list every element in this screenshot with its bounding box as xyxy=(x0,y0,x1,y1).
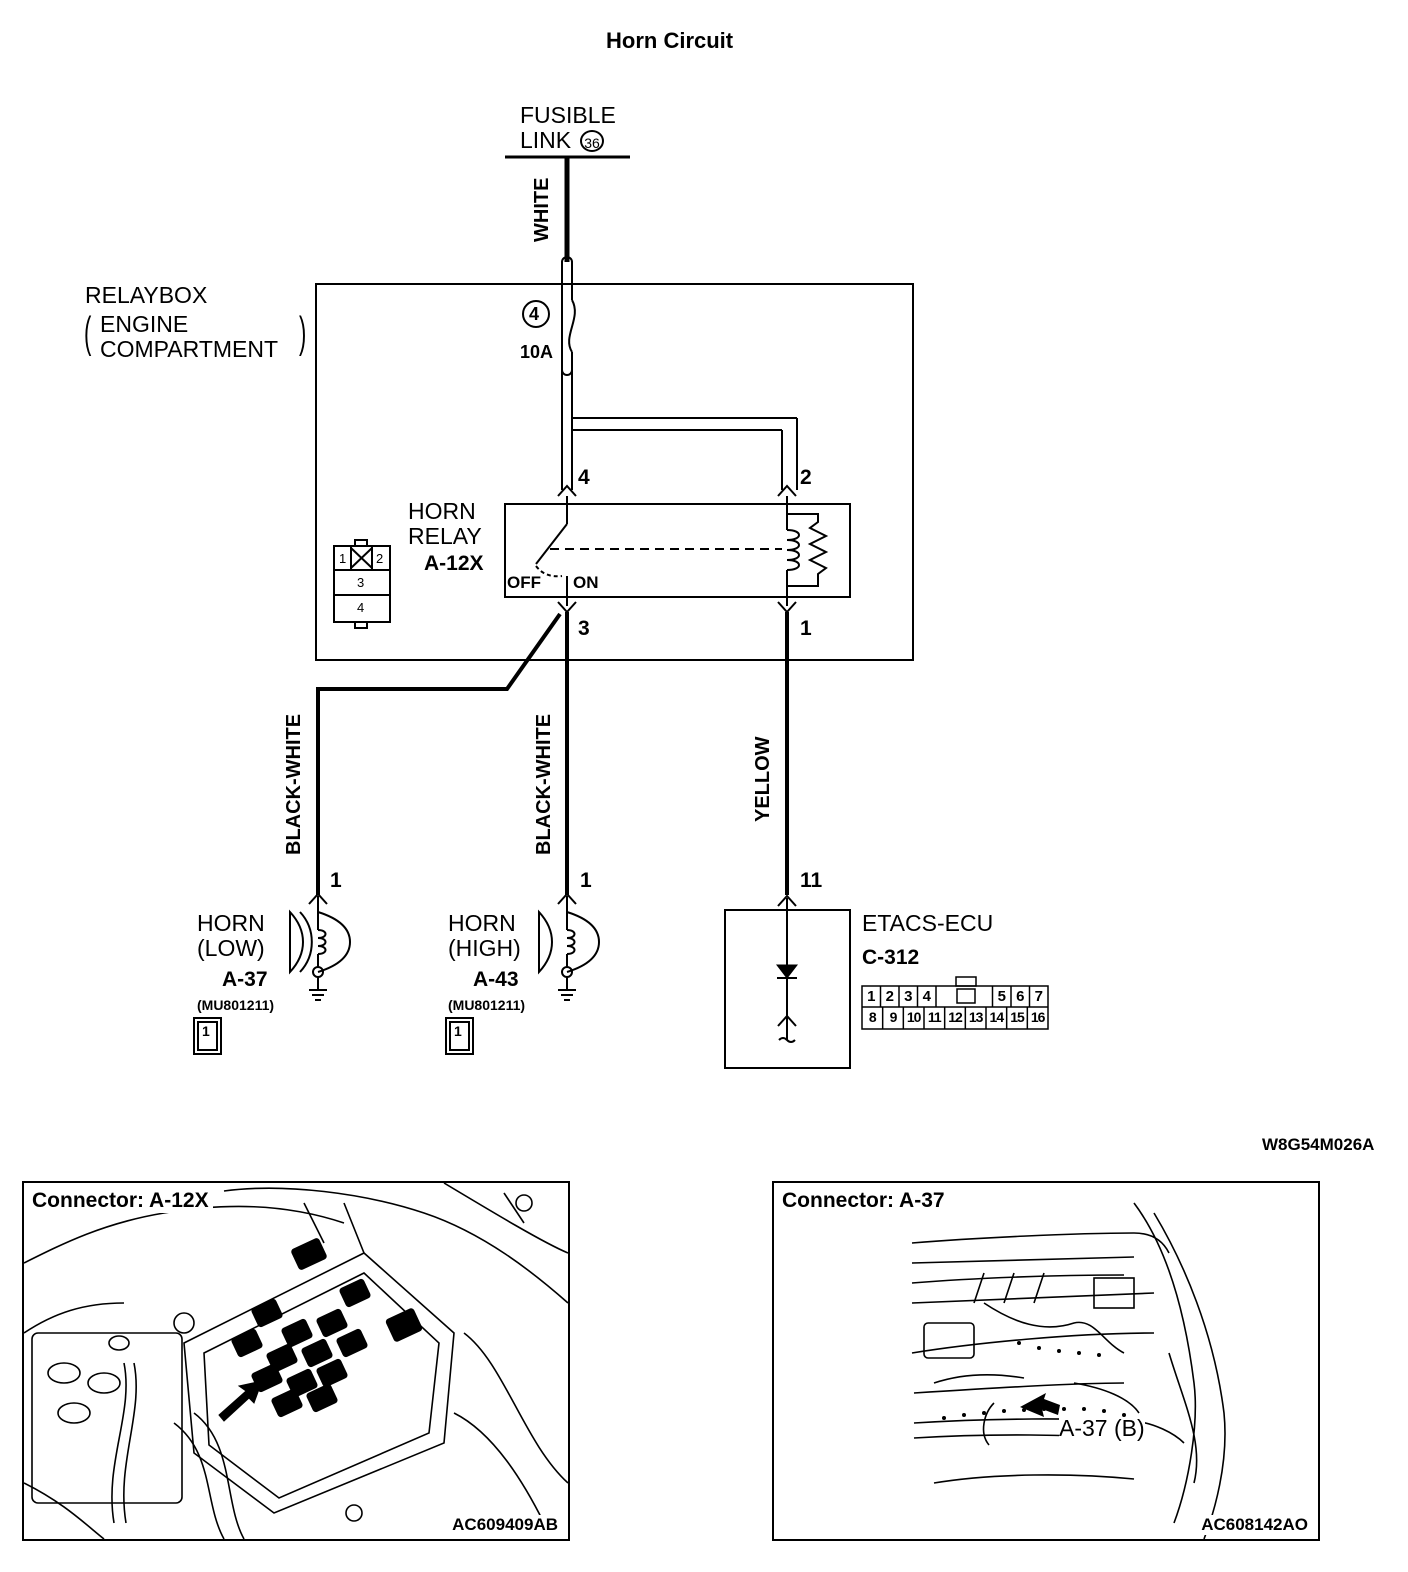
horn-high-icon: 1 xyxy=(454,1023,462,1039)
horn-connector-icons xyxy=(193,1017,474,1055)
horn-low-code: A-37 xyxy=(222,968,268,991)
relay-code: A-12X xyxy=(424,552,484,575)
panel-title-a37: Connector: A-37 xyxy=(782,1189,949,1213)
relay-connector-pin-2: 2 xyxy=(376,551,384,566)
horn-high-label: HORN xyxy=(448,910,516,936)
black-white-wire-low xyxy=(316,612,562,895)
relay-connector-face xyxy=(333,539,391,629)
wiring-schematic xyxy=(193,155,1049,1069)
ecu-connector-grid xyxy=(879,986,1031,1029)
ecu-pin-5: 5 xyxy=(997,988,1006,1005)
relaybox-label-3: COMPARTMENT xyxy=(100,336,279,362)
ecu-connector-face xyxy=(861,976,1049,1030)
horn-relay-box xyxy=(504,503,851,598)
ecu-code: C-312 xyxy=(862,946,920,969)
ecu-pin-12: 12 xyxy=(948,1009,963,1025)
ecu-name: ETACS-ECU xyxy=(862,910,994,936)
ecu-pin-4: 4 xyxy=(922,988,931,1005)
panel-code-a37: AC608142AO xyxy=(1201,1515,1308,1535)
relay-connector-pin-3: 3 xyxy=(357,575,365,590)
connector-panel-a37: Connector: A-37 xyxy=(772,1181,1320,1541)
relaybox-label: RELAYBOX xyxy=(85,282,208,308)
ecu-pin-15: 15 xyxy=(1010,1009,1025,1025)
relay-connector-pin-1: 1 xyxy=(339,551,347,566)
ecu-pin: 11 xyxy=(800,869,823,892)
diagram-title: Horn Circuit xyxy=(606,28,734,53)
fuse-rating: 10A xyxy=(520,342,554,362)
fuse-10a xyxy=(561,256,576,376)
relaybox-paren-close: ) xyxy=(299,308,307,357)
panel-callout-a37: A-37 (B) xyxy=(1059,1415,1145,1441)
relaybox-paren-open: ( xyxy=(84,308,92,357)
relay-on-label: ON xyxy=(573,573,599,592)
fusible-link-number: 36 xyxy=(580,130,604,152)
wire-label-yellow: YELLOW xyxy=(752,736,774,822)
fusible-link-label-2: LINK xyxy=(520,127,572,153)
panel-code-a12x: AC609409AB xyxy=(452,1515,558,1535)
ecu-pin-6: 6 xyxy=(1016,988,1025,1005)
fuse-number: 4 xyxy=(529,304,540,324)
relaybox-label-2: ENGINE xyxy=(100,311,189,337)
ecu-pin-2: 2 xyxy=(885,988,894,1005)
ecu-pin-8: 8 xyxy=(868,1009,877,1025)
connector-panel-a12x: Connector: A-12X xyxy=(22,1181,570,1541)
ecu-pin-3: 3 xyxy=(904,988,913,1005)
ecu-pin-7: 7 xyxy=(1034,988,1043,1005)
fuse-number-circle xyxy=(522,300,550,328)
horn-low-icon: 1 xyxy=(202,1023,210,1039)
relaybox-internal-wiring xyxy=(557,370,798,497)
wire-label-white: WHITE xyxy=(531,177,553,242)
relay-label-2: RELAY xyxy=(408,523,482,549)
engine-bay-illustration-right xyxy=(911,1202,1226,1539)
pin-label-2: 2 xyxy=(800,466,812,489)
ecu-pin-11: 11 xyxy=(927,1009,942,1025)
ecu-pin-14: 14 xyxy=(989,1009,1005,1025)
horn-high-code: A-43 xyxy=(473,968,519,991)
relay-label: HORN xyxy=(408,498,476,524)
relay-coil xyxy=(786,496,829,606)
ecu-pin-10: 10 xyxy=(906,1009,922,1025)
pin-label-4: 4 xyxy=(578,466,590,489)
horn-low-label-2: (LOW) xyxy=(197,935,265,961)
pin-label-3: 3 xyxy=(578,617,590,640)
wire-label-black-white-low: BLACK-WHITE xyxy=(283,713,305,855)
relay-off-label: OFF xyxy=(507,573,541,592)
horn-high-pin: 1 xyxy=(580,869,592,892)
relaybox-outline xyxy=(315,283,914,661)
panel-title-a12x: Connector: A-12X xyxy=(32,1189,213,1213)
horn-low-symbol xyxy=(289,892,352,1001)
relay-connector-pin-4: 4 xyxy=(357,600,365,615)
diagram-code: W8G54M026A xyxy=(1262,1135,1375,1154)
fusible-link-label: FUSIBLE xyxy=(520,102,616,128)
horn-high-part: (MU801211) xyxy=(448,997,526,1013)
ecu-diode xyxy=(775,964,799,979)
horn-low-part: (MU801211) xyxy=(197,997,275,1013)
horn-low-pin: 1 xyxy=(330,869,342,892)
ecu-pin-9: 9 xyxy=(889,1009,898,1025)
wire-label-black-white-high: BLACK-WHITE xyxy=(533,713,555,855)
horn-high-label-2: (HIGH) xyxy=(448,935,521,961)
horn-high-symbol xyxy=(538,892,601,1001)
relay-output-arrows xyxy=(557,601,797,614)
relay-switch xyxy=(535,496,782,606)
horn-low-label: HORN xyxy=(197,910,265,936)
ecu-pin-13: 13 xyxy=(968,1009,984,1025)
engine-bay-illustration-left xyxy=(24,1183,568,1539)
pin-label-1: 1 xyxy=(800,617,812,640)
ecu-pin-16: 16 xyxy=(1030,1009,1046,1025)
ecu-pin-1: 1 xyxy=(867,988,876,1005)
